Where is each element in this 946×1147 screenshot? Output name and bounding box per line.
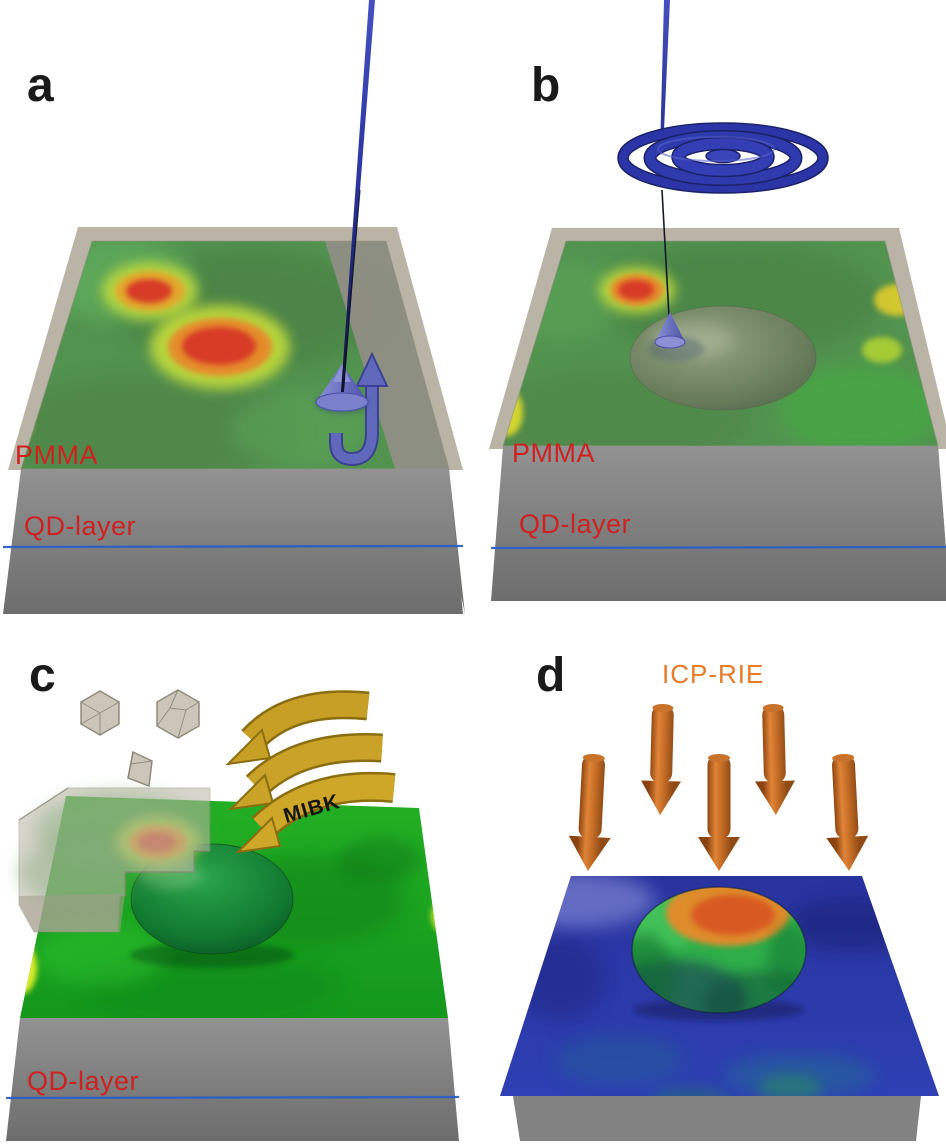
pmma-slab-b <box>489 228 946 601</box>
dose-pattern-disk <box>617 122 829 194</box>
qd-layer-label-b: QD-layer <box>519 509 632 539</box>
etch-arrow <box>568 753 611 871</box>
panel-a-label: a <box>27 59 54 112</box>
panel-c <box>5 689 460 1141</box>
scan-path-arrow <box>329 351 389 467</box>
panel-b <box>489 0 946 601</box>
focused-beam-line <box>661 189 670 317</box>
substrate-front-face <box>3 469 463 614</box>
hotspot-2 <box>150 305 290 389</box>
icp-rie-label: ICP-RIE <box>662 659 765 689</box>
icp-rie-arrows <box>568 703 869 871</box>
etch-arrow <box>754 703 795 815</box>
surface-glare <box>500 876 655 928</box>
remaining-pmma-slab <box>18 787 211 933</box>
electron-beam-a <box>341 0 375 392</box>
exposed-scan-strip <box>325 241 449 469</box>
mibk-developer-arrows <box>225 690 396 854</box>
etch-arrow <box>826 753 869 871</box>
etch-arrow <box>698 754 740 871</box>
panel-d <box>500 703 939 1141</box>
panel-b-label: b <box>531 59 561 112</box>
panel-a <box>2 0 465 614</box>
beam-focus-cone-b <box>648 312 704 361</box>
qd-layer-line <box>2 544 464 549</box>
dissolved-pmma-fragment <box>156 689 200 739</box>
edge-hotspot <box>20 942 37 994</box>
etch-arrow <box>641 703 682 815</box>
hotspot-1 <box>102 262 198 320</box>
pmma-label-b: PMMA <box>512 438 595 468</box>
qd-layer-line <box>5 1095 460 1100</box>
qd-layer-label-a: QD-layer <box>24 511 137 541</box>
substrate-front-face <box>6 1018 459 1141</box>
panel-d-label: d <box>536 649 566 702</box>
dissolved-pmma-fragment <box>127 750 153 788</box>
electron-beam-b <box>660 0 670 152</box>
qd-layer-line <box>490 545 946 550</box>
hotspot <box>599 267 675 313</box>
pmma-label-a: PMMA <box>15 440 98 470</box>
dissolved-pmma-fragment <box>80 690 120 736</box>
qd-layer-label-c: QD-layer <box>27 1066 140 1096</box>
substrate-front-face <box>513 1096 921 1141</box>
pmma-slab-a <box>2 227 465 614</box>
substrate-front-face <box>491 446 946 601</box>
panel-c-label: c <box>29 649 56 702</box>
